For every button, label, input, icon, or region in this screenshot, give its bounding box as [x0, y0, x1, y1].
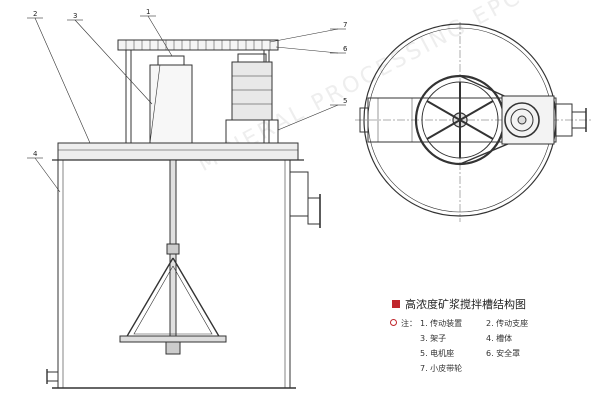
impeller-bottom-bar	[119, 335, 227, 343]
plan-small-pulley-outer	[504, 102, 540, 138]
legend-item-3: 3. 架子	[420, 334, 447, 343]
agitator-shaft	[169, 159, 177, 351]
shaft-coupling	[166, 243, 180, 255]
legend-note-label: 注：	[401, 319, 417, 328]
plan-beam-left-end	[359, 107, 369, 133]
legend-note: 注：	[390, 318, 417, 329]
legend-item-1: 1. 传动装置	[420, 319, 463, 328]
drive-support	[149, 64, 193, 144]
drain-pipe	[46, 371, 59, 382]
callout-6: 6	[343, 45, 348, 53]
callout-2: 2	[33, 10, 37, 18]
title-bullet-icon	[392, 300, 400, 308]
legend-item-6: 6. 安全罩	[486, 349, 521, 358]
plan-small-pulley-hub	[517, 115, 527, 125]
drive-cap	[157, 55, 185, 66]
guard-grating	[125, 40, 271, 50]
motor-body	[231, 61, 273, 121]
impeller-frame-inner	[133, 265, 213, 335]
legend-item-4: 4. 槽体	[486, 334, 513, 343]
plan-beam-marks	[377, 98, 413, 142]
callout-1: 1	[146, 8, 150, 16]
callout-4: 4	[33, 150, 38, 158]
diagram-title-text: 高浓度矿浆搅拌槽结构图	[405, 298, 526, 311]
motor-top	[237, 53, 267, 63]
plan-motor-base	[501, 95, 555, 145]
legend-item-2: 2. 传动支座	[486, 319, 529, 328]
callout-leaders	[34, 15, 339, 193]
drive-support-taper	[149, 64, 161, 144]
top-view	[355, 22, 592, 222]
plan-pulley-spokes	[426, 82, 494, 158]
legend-item-5: 5. 电机座	[420, 349, 455, 358]
note-circle-icon	[390, 319, 397, 326]
callout-3: 3	[73, 12, 77, 20]
diagram-title: 高浓度矿浆搅拌槽结构图	[392, 296, 526, 312]
legend-item-7: 7. 小皮带轮	[420, 364, 463, 373]
callout-5: 5	[343, 97, 347, 105]
callout-ticks	[27, 15, 346, 159]
plan-small-pulley-inner	[510, 108, 534, 132]
support-beam	[57, 142, 299, 161]
motor-base	[225, 119, 279, 144]
impeller-hub	[165, 341, 181, 355]
callout-7: 7	[343, 21, 347, 29]
feed-pipe	[307, 197, 321, 225]
side-box	[289, 171, 309, 217]
front-view	[27, 15, 346, 389]
